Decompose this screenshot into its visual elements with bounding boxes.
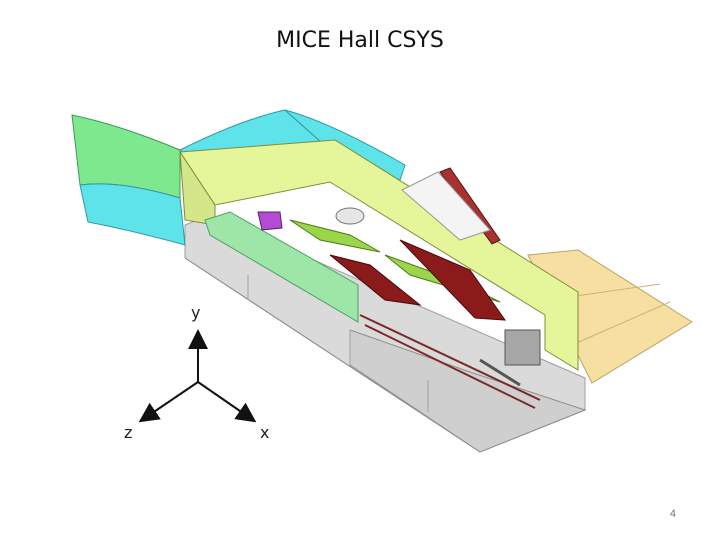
- magnet-red-1: [329, 254, 422, 306]
- grey-unit: [504, 329, 541, 366]
- cryostat: [335, 207, 365, 225]
- magnet-red-2: [399, 239, 507, 321]
- slide-title: MICE Hall CSYS: [276, 28, 444, 53]
- green-strip: [204, 211, 359, 323]
- z-axis-label: z: [124, 423, 133, 442]
- white-panel: [401, 171, 491, 241]
- magnet-green-1: [289, 219, 381, 253]
- x-axis-label: x: [260, 423, 270, 442]
- magnet-purple: [257, 211, 283, 231]
- wall-cyan-left: [79, 183, 186, 246]
- axis-triad: [138, 329, 257, 423]
- z-axis-arrow: [138, 381, 199, 423]
- x-axis-arrow: [197, 381, 257, 423]
- y-axis-label: y: [191, 303, 201, 322]
- page-number: 4: [669, 508, 676, 520]
- hall-render-image: [71, 109, 693, 453]
